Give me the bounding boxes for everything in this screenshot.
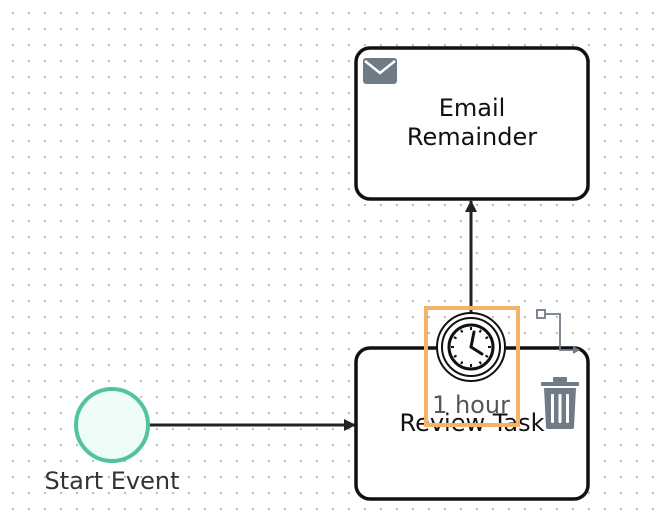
task-email-remainder[interactable]: Email Remainder	[354, 46, 590, 201]
start-event[interactable]: Start Event	[44, 387, 180, 495]
selection-outline	[424, 306, 520, 427]
boundary-timer-label: 1 hour	[432, 391, 510, 419]
context-pad	[536, 309, 580, 429]
boundary-timer-event[interactable]: 1 hour	[424, 306, 520, 427]
task-email-remainder-box[interactable]	[354, 46, 590, 201]
trash-icon[interactable]	[541, 377, 579, 429]
connect-tool-icon[interactable]	[536, 309, 580, 354]
start-event-circle[interactable]	[74, 387, 150, 463]
task-email-remainder-label-line2: Remainder	[407, 123, 537, 151]
clock-icon	[447, 323, 495, 371]
envelope-icon	[363, 58, 397, 84]
task-email-remainder-label-line1: Email	[439, 94, 506, 122]
start-event-label: Start Event	[44, 467, 179, 495]
